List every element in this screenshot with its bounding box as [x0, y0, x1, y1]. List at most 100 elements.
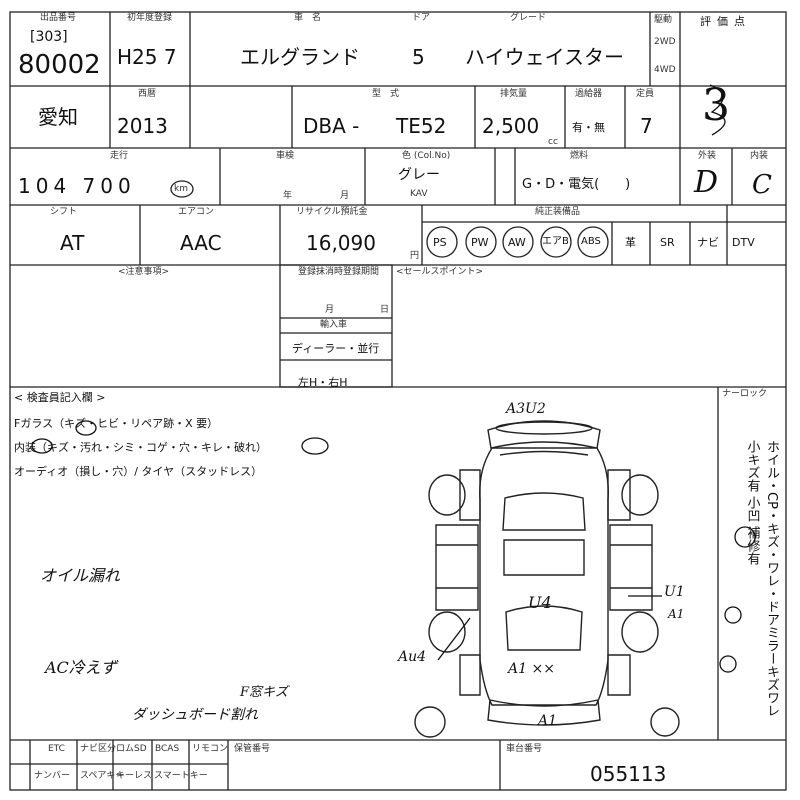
inspection-line1: Fガラス（キズ・ヒビ・リペア跡・X 要）: [14, 417, 219, 430]
import-handle: 左H・右H: [298, 376, 348, 389]
inspection-line3: オーディオ（損し・穴）/ タイヤ（スタッドレス）: [14, 465, 263, 478]
model-label: 型 式: [372, 89, 400, 99]
shift-label: シフト: [50, 207, 78, 217]
grade-label: グレード: [510, 13, 547, 23]
interior-value: C: [752, 170, 772, 200]
displacement-value: 2,500: [482, 114, 540, 138]
mileage-label: 走行: [110, 151, 129, 161]
doors-label: ドア: [412, 13, 431, 23]
score-value: 3: [702, 80, 730, 131]
footer-col2-smart: スマートキー: [154, 771, 208, 781]
score-label: 評価点: [700, 15, 751, 28]
footer-col-etc: ETC: [48, 744, 65, 754]
equip-aw: AW: [508, 236, 526, 249]
drive-4wd: 4WD: [654, 65, 676, 75]
note-oil: オイル漏れ: [40, 566, 121, 585]
exterior-label: 外装: [698, 151, 717, 161]
color-value: グレー: [398, 167, 440, 183]
equip-sr: SR: [660, 236, 675, 249]
year-value: 2013: [117, 114, 168, 138]
note-dash: ダッシュボード割れ: [132, 707, 258, 723]
lot-label: 出品番号: [40, 13, 77, 23]
equip-dtv: DTV: [732, 236, 755, 249]
history-month: 月: [325, 305, 335, 315]
color-label: 色 (Col.No): [402, 151, 451, 161]
mileage-value: 104 700: [18, 174, 136, 198]
vin-label: 車台番号: [506, 744, 543, 754]
history-label: 登録抹消時登録期間: [298, 267, 380, 277]
import-dealer: ディーラー・並行: [292, 342, 380, 355]
diagram-right-sub: A1: [668, 607, 685, 621]
inspection-title: < 検査員記入欄 >: [14, 391, 106, 404]
vin-value: 055113: [590, 762, 667, 786]
equip-abs: ABS: [581, 236, 601, 247]
model-code: TE52: [396, 114, 447, 138]
recycle-label: リサイクル預託金: [296, 207, 368, 217]
note-fwindow: F窓キズ: [240, 685, 289, 700]
equip-ps: PS: [433, 236, 447, 249]
fuel-label: 燃料: [570, 151, 589, 161]
diagram-front: A3U2: [506, 401, 546, 417]
interior-label: 内装: [750, 151, 769, 161]
inspection-label: 車検: [276, 151, 295, 161]
turbo-value: 有・無: [572, 121, 605, 134]
equipment-circles: [170, 180, 609, 258]
diagram-rear: A1: [538, 713, 558, 729]
displacement-label: 排気量: [500, 89, 528, 99]
history-day: 日: [380, 305, 390, 315]
model-prefix: DBA -: [303, 114, 360, 138]
mileage-unit: km: [174, 184, 188, 194]
side-legend: ホイル・CP・キズ・ワレ・ドアミラーキズワレ 小キズ有 小凹 補修有: [744, 440, 780, 717]
caution-label: <注意事項>: [118, 267, 170, 277]
recycle-unit: 円: [410, 251, 420, 261]
lot-code: [303]: [30, 29, 68, 45]
equip-airbag: エアB: [542, 236, 569, 247]
diagram-left: Au4: [398, 649, 427, 665]
equipment-label: 純正装備品: [535, 207, 581, 217]
inspection-month: 月: [340, 191, 350, 201]
color-code: KAV: [410, 189, 428, 199]
equip-navi: ナビ: [697, 236, 719, 249]
lot-number: 80002: [18, 50, 101, 80]
footer-col-rom: ロムSD: [116, 744, 147, 754]
side-legend-label: ナーロック: [722, 389, 768, 399]
exterior-value: D: [694, 165, 719, 200]
sales-point-label: <セールスポイント>: [396, 267, 484, 277]
doors-value: 5: [412, 45, 425, 69]
footer-col-remote: リモコン: [192, 744, 229, 754]
handwritten-marks: [31, 84, 756, 673]
equip-leather: 革: [625, 236, 636, 249]
fuel-value: G・D・電気( ): [522, 177, 631, 192]
capacity-value: 7: [640, 114, 653, 138]
year-label: 西暦: [138, 89, 157, 99]
shift-value: AT: [60, 231, 85, 255]
car-name-label: 車 名: [294, 13, 322, 23]
drive-2wd: 2WD: [654, 37, 676, 47]
footer-col2-keyless: キーレス: [116, 771, 153, 781]
grade-value: ハイウェイスター: [465, 45, 624, 69]
recycle-value: 16,090: [306, 231, 376, 255]
car-name: エルグランド: [240, 45, 360, 69]
footer-col2-number: ナンバー: [34, 771, 71, 781]
region: 愛知: [38, 105, 78, 129]
ac-value: AAC: [180, 231, 222, 255]
drive-label: 駆動: [654, 15, 673, 25]
inspection-line2: 内装（キズ・汚れ・シミ・コゲ・穴・キレ・破れ）: [14, 441, 267, 454]
diagram-right: U1: [664, 584, 685, 600]
sale-label: 保管番号: [234, 744, 271, 754]
footer-col-bcas: BCAS: [155, 744, 180, 754]
inspection-year: 年: [283, 191, 293, 201]
equip-pw: PW: [471, 236, 489, 249]
displacement-unit: cc: [548, 137, 558, 147]
turbo-label: 過給器: [575, 89, 603, 99]
ac-label: エアコン: [178, 207, 215, 217]
footer-col-navi: ナビ区分: [80, 744, 117, 754]
capacity-label: 定員: [636, 89, 655, 99]
footer-col2-spare: スペアキー: [80, 771, 125, 781]
diagram-rear-marks: A1 ××: [508, 661, 555, 677]
first-reg-label: 初年度登録: [127, 13, 173, 23]
first-reg-value: H25 7: [117, 45, 177, 69]
note-ac: AC冷えず: [45, 658, 117, 677]
